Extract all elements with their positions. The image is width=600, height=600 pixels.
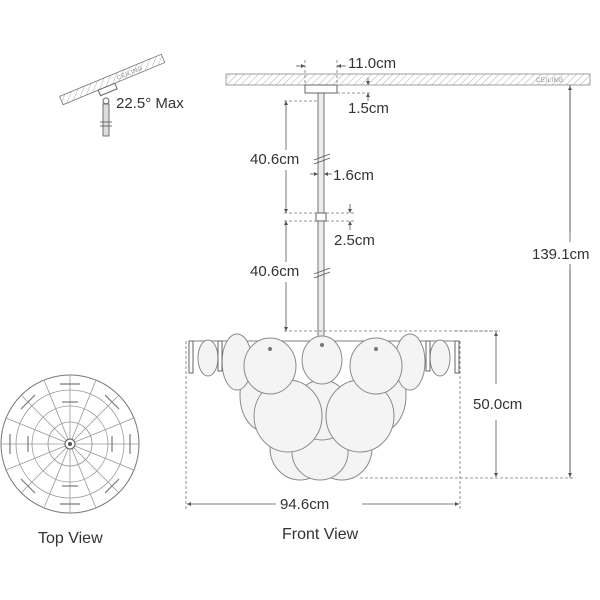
canopy-width-label: 11.0cm — [348, 55, 396, 72]
ceiling-plate — [225, 73, 591, 86]
rod-upper — [317, 92, 325, 214]
rod-coupling — [315, 212, 327, 222]
coupling-height-label: 2.5cm — [334, 232, 375, 249]
ceiling-label: CEILING — [536, 78, 564, 84]
slope-label: 22.5° Max — [116, 95, 184, 112]
rod-lower-length-label: 40.6cm — [250, 263, 299, 280]
width-label: 94.6cm — [280, 496, 329, 513]
short-rod — [102, 103, 110, 137]
chandelier-body — [188, 333, 460, 481]
top-view-drawing — [0, 374, 140, 514]
ceiling: CEILING — [225, 73, 591, 86]
rod-upper-length-label: 40.6cm — [250, 151, 299, 168]
sloped-ceiling-detail: CEILING 22.5° Max — [59, 53, 184, 137]
overall-height-label: 139.1cm — [532, 246, 590, 263]
swivel-joint — [102, 97, 110, 105]
front-view-title: Front View — [282, 526, 359, 543]
rod-lower — [317, 220, 325, 342]
body-height-label: 50.0cm — [473, 396, 522, 413]
swivel-canopy — [97, 82, 118, 97]
top-view-title: Top View — [38, 530, 103, 547]
canopy-height-label: 1.5cm — [348, 100, 389, 117]
rod-diameter-label: 1.6cm — [333, 167, 374, 184]
canopy — [304, 84, 338, 94]
